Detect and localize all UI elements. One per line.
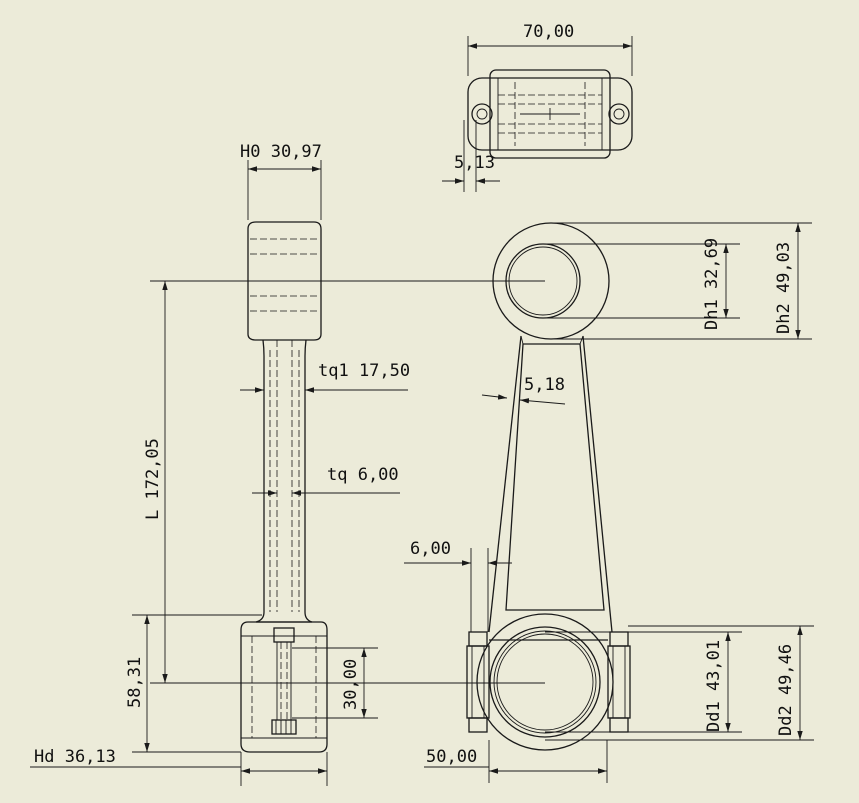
dim-top-width-label: 70,00 [523, 22, 574, 42]
dim-top-width: 70,00 [467, 22, 633, 76]
dim-top-hole-offset-label: 5,13 [454, 153, 495, 173]
dim-big-end-width: 50,00 [424, 740, 608, 783]
dim-ho: H0 30,97 [240, 142, 322, 220]
dim-web-thickness: 5,18 [481, 375, 566, 405]
dim-small-end-height-label: 58,31 [125, 657, 145, 708]
dim-tq1-label: tq1 17,50 [318, 361, 410, 381]
dim-flange: 6,00 [404, 539, 512, 632]
dim-dd2-label: Dd2 49,46 [776, 644, 796, 736]
dim-length: L 172,05 [143, 280, 545, 684]
side-view [240, 221, 328, 753]
dim-top-hole-offset: 5,13 [442, 120, 500, 192]
top-view [467, 69, 633, 159]
dim-hd-label: Hd 36,13 [34, 747, 116, 767]
dim-dd1: Dd1 43,01 [545, 631, 742, 733]
dim-flange-label: 6,00 [410, 539, 451, 559]
dim-tq1: tq1 17,50 [240, 361, 410, 393]
dim-tq-label: tq 6,00 [327, 465, 399, 485]
dim-dh1: Dh1 32,69 [543, 238, 740, 330]
dim-dh1-label: Dh1 32,69 [702, 238, 722, 330]
dim-web-thickness-label: 5,18 [524, 375, 565, 395]
dim-small-end-height: 58,31 [125, 614, 262, 753]
dim-cap-bolt-spacing-label: 30,00 [341, 659, 361, 710]
dim-cap-bolt-spacing: 30,00 [292, 647, 378, 719]
dim-ho-label: H0 30,97 [240, 142, 322, 162]
front-view [466, 222, 631, 751]
dim-dh2-label: Dh2 49,03 [774, 242, 794, 334]
dim-hd: Hd 36,13 [30, 747, 328, 786]
dim-length-label: L 172,05 [143, 438, 163, 520]
dim-big-end-width-label: 50,00 [426, 747, 477, 767]
dim-dd2: Dd2 49,46 [545, 625, 814, 741]
dim-tq: tq 6,00 [252, 465, 400, 496]
dim-dd1-label: Dd1 43,01 [704, 640, 724, 732]
dim-dh2: Dh2 49,03 [551, 222, 812, 340]
